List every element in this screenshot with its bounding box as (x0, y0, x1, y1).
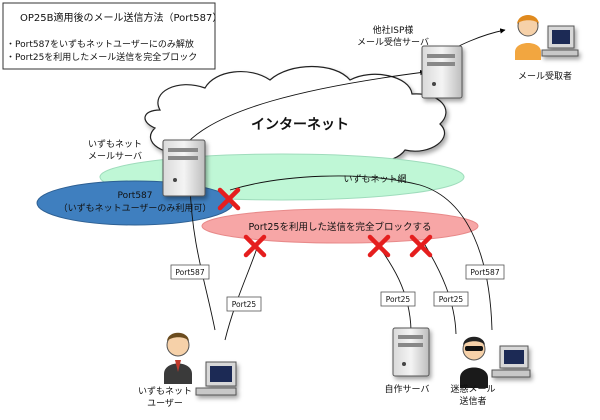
port-tag-user-25: Port25 (226, 296, 262, 312)
info-title: OP25B適用後のメール送信方法（Port587） (20, 11, 222, 24)
self-port25-line (377, 244, 412, 331)
other-isp-server-icon (421, 45, 463, 99)
port587-zone-note: （いずもネットユーザーのみ利用可） (59, 202, 212, 214)
izumo-mail-server-icon (162, 139, 206, 197)
port25-block-zone (201, 208, 479, 244)
recipient-person-icon (515, 15, 541, 60)
spammer-label-2: 送信者 (459, 395, 486, 407)
cross-icon (409, 234, 433, 258)
svg-text:Port25: Port25 (232, 300, 257, 309)
user-label-1: いずもネット (138, 386, 192, 397)
self-server-icon (392, 327, 430, 377)
spam-port25-line (424, 244, 457, 335)
port-tag-self-25: Port25 (380, 291, 416, 307)
port-tag-user-587: Port587 (170, 264, 210, 280)
recipient-pc-icon (541, 25, 579, 57)
spammer-label-1: 迷惑メール (450, 383, 495, 395)
cross-icon (217, 187, 241, 211)
cross-icon (243, 234, 267, 258)
user-port25-line (224, 244, 259, 341)
svg-text:Port587: Port587 (470, 268, 499, 277)
other-isp-label-2: メール受信サーバ (357, 36, 429, 48)
svg-text:Port25: Port25 (386, 295, 411, 304)
other-isp-label-1: 他社ISP様 (373, 24, 414, 36)
port-tag-spam-587: Port587 (465, 264, 505, 280)
spammer-pc-icon (491, 345, 531, 378)
izumo-server-label-2: メールサーバ (88, 151, 142, 162)
info-bullet-2: ・Port25を利用したメール送信を完全ブロック (6, 51, 197, 63)
user-pc-icon (195, 361, 237, 396)
block-cross-marks (217, 187, 433, 258)
block-zone-label: Port25を利用した送信を完全ブロックする (249, 221, 432, 233)
info-box: OP25B適用後のメール送信方法（Port587） ・Port587をいずもネッ… (2, 2, 222, 70)
server-to-isp-line (187, 69, 426, 143)
recipient-label: メール受取者 (518, 70, 572, 82)
internet-label: インターネット (251, 117, 349, 133)
user-label-2: ユーザー (147, 398, 183, 409)
izumo-server-label-1: いずもネット (88, 139, 142, 150)
svg-text:Port587: Port587 (175, 268, 204, 277)
spammer-person-icon (460, 336, 488, 388)
port-tag-spam-25: Port25 (433, 291, 469, 307)
cross-icon (367, 234, 391, 258)
info-bullet-1: ・Port587をいずもネットユーザーにのみ解放 (6, 38, 194, 50)
port587-zone-title: Port587 (117, 191, 152, 201)
user-to-server-587 (187, 184, 216, 331)
izumo-user-person-icon (164, 332, 192, 384)
svg-text:Port25: Port25 (439, 295, 464, 304)
self-server-label: 自作サーバ (385, 383, 430, 395)
izumo-net-label: いずもネット網 (343, 173, 406, 185)
